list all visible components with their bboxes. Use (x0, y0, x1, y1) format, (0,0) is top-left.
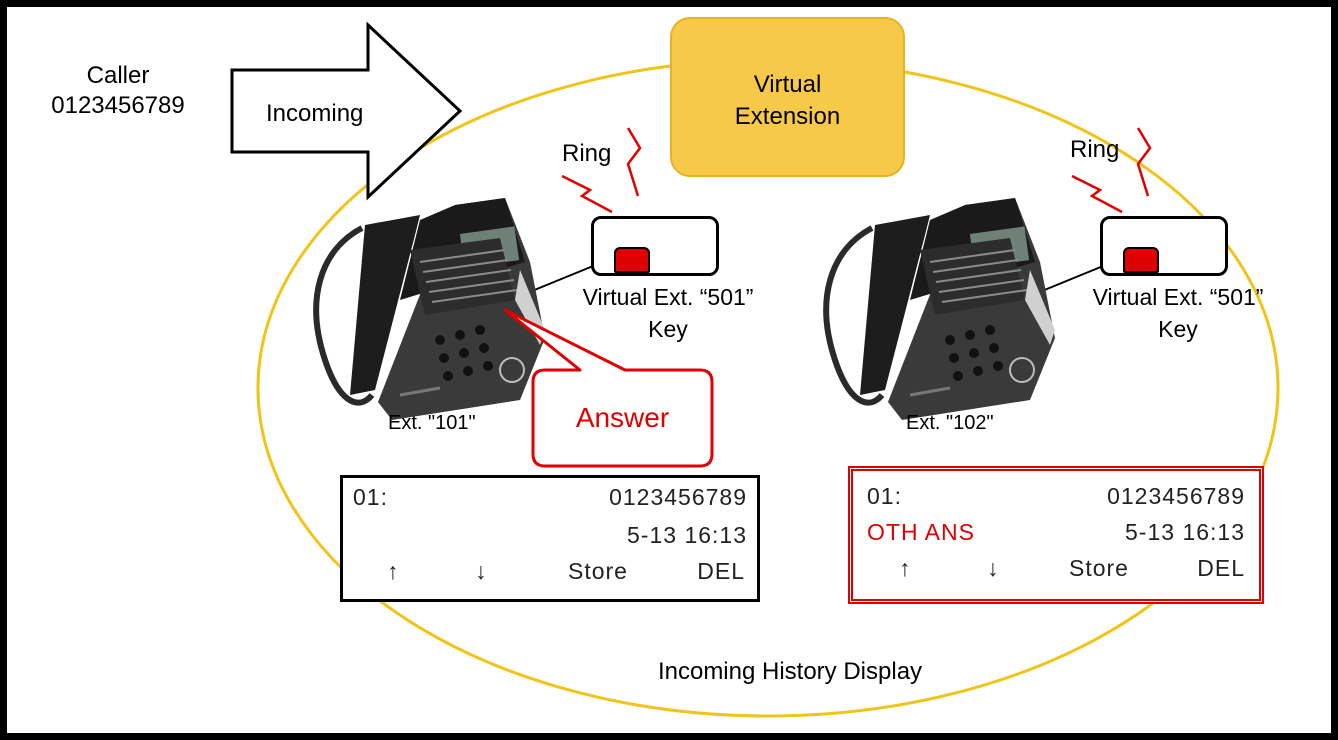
incoming-arrow (230, 21, 463, 201)
ext-101-label: Ext. "101" (388, 412, 476, 434)
virtual-ext-501-key-left (591, 216, 719, 276)
incoming-history-display-caption: Incoming History Display (657, 658, 923, 685)
display-left-datetime: 5-13 16:13 (627, 522, 747, 548)
virtual-ext-501-key-right (1100, 216, 1228, 276)
phone-ext-101-graphic (313, 198, 545, 420)
display-left-down-arrow[interactable]: ↓ (475, 558, 488, 584)
incoming-history-display-right: 01: 0123456789 OTH ANS 5-13 16:13 ↑ ↓ St… (848, 466, 1264, 604)
caller-number: 0123456789 (51, 92, 185, 119)
display-left-del-softkey[interactable]: DEL (697, 558, 745, 584)
display-right-del-softkey[interactable]: DEL (1197, 555, 1245, 581)
caller-label: Caller (86, 62, 150, 89)
incoming-label: Incoming (266, 100, 364, 127)
ring-bolt-left-1 (561, 174, 613, 214)
ext-102-label: Ext. "102" (906, 412, 994, 434)
key-lamp-left (614, 247, 650, 273)
key-label-left-line2: Key (648, 316, 688, 342)
display-left-store-softkey[interactable]: Store (568, 558, 628, 584)
display-left-index: 01: (353, 484, 388, 510)
ring-bolt-right-2 (1136, 127, 1152, 197)
ring-label-right: Ring (1070, 136, 1120, 163)
answer-callout-text: Answer (575, 402, 670, 433)
ring-bolt-right-1 (1071, 174, 1123, 214)
display-left-up-arrow[interactable]: ↑ (387, 558, 400, 584)
ring-bolt-left-2 (626, 127, 642, 197)
display-right-number: 0123456789 (1107, 483, 1245, 509)
virtual-extension-line1: Virtual (753, 71, 822, 98)
display-right-up-arrow[interactable]: ↑ (899, 555, 912, 581)
display-left-number: 0123456789 (609, 484, 747, 510)
display-right-status: OTH ANS (867, 519, 975, 545)
ring-label-left: Ring (562, 140, 612, 167)
key-label-left-line1: Virtual Ext. “501” (582, 284, 754, 310)
display-right-datetime: 5-13 16:13 (1125, 519, 1245, 545)
virtual-extension-line2: Extension (734, 103, 841, 130)
key-lamp-right (1123, 247, 1159, 273)
virtual-extension-box: Virtual Extension (670, 17, 905, 177)
answer-callout-shape (503, 308, 714, 468)
key-label-right-line1: Virtual Ext. “501” (1092, 284, 1264, 310)
display-right-store-softkey[interactable]: Store (1069, 555, 1129, 581)
key-label-right-line2: Key (1158, 316, 1198, 342)
phone-ext-102-graphic (823, 198, 1055, 420)
display-right-index: 01: (867, 483, 902, 509)
display-right-down-arrow[interactable]: ↓ (987, 555, 1000, 581)
incoming-history-display-left: 01: 0123456789 5-13 16:13 ↑ ↓ Store DEL (340, 475, 760, 602)
